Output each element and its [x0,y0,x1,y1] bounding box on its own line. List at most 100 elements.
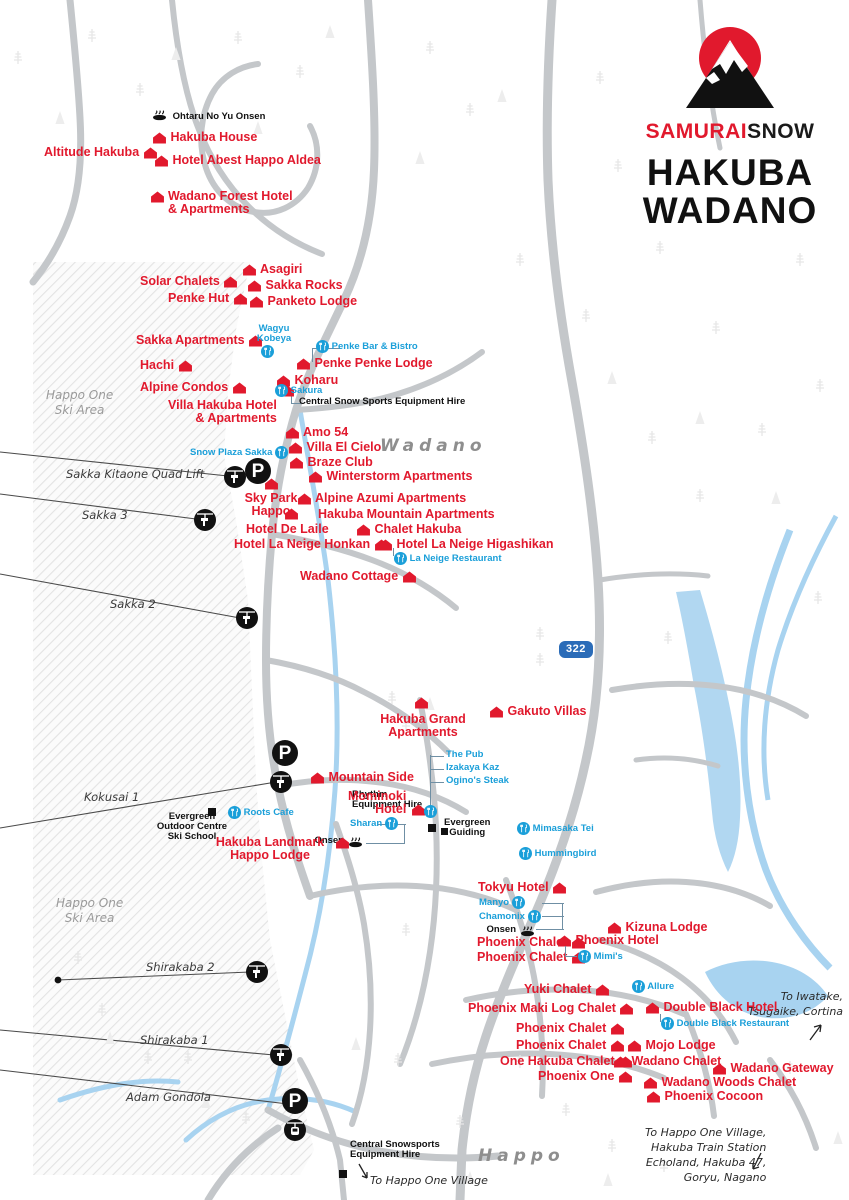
place-label-wadano: Wadano [380,436,487,456]
hotel-phoenix-cocoon[interactable]: Phoenix Cocoon [646,1089,763,1103]
restaurant-icon [275,446,289,459]
chairlift-icon-sakka-2[interactable] [236,607,258,629]
service-evergreen-outdoor-centre[interactable]: Evergreen Outdoor Centre Ski School [146,811,238,842]
hotel-koharu[interactable]: Koharu [276,373,338,387]
hotel-tokyu[interactable]: Tokyu Hotel [478,880,567,894]
hotel-sky-park-happo[interactable]: Sky Park Happo [240,478,302,519]
parking-marker-kokusai[interactable]: P [272,740,298,766]
restaurant-hummingbird[interactable]: Hummingbird [519,847,596,860]
hotel-chalet-hakuba[interactable]: Chalet Hakuba [356,522,461,536]
hotel-wadano-chalet[interactable]: Wadano Chalet [613,1054,721,1068]
restaurant-penke-bar-bistro[interactable]: Penke Bar & Bistro [316,340,418,353]
hotel-phoenix-chalet-2[interactable]: Phoenix Chalet [477,950,586,964]
chairlift-icon-shirakaba-2[interactable] [246,961,268,983]
restaurant-icon-pub-cluster[interactable] [424,803,437,821]
gondola-icon-adam[interactable] [284,1119,306,1141]
hotel-phoenix-chalet-3[interactable]: Phoenix Chalet [516,1021,625,1035]
hotel-icon [153,132,166,144]
restaurant-icon [275,384,288,397]
hotel-abest-happo-aldea[interactable]: Hotel Abest Happo Aldea [154,153,321,167]
hotel-label: Penke Penke Lodge [314,356,433,370]
hotel-phoenix-one[interactable]: Phoenix One [538,1069,633,1083]
restaurant-mimasaka-tei[interactable]: Mimasaka Tei [517,822,594,835]
chairlift-icon-shirakaba-1[interactable] [270,1044,292,1066]
restaurant-the-pub[interactable]: The Pub [446,749,484,760]
service-onsen-sharan[interactable]: Onsen [294,835,344,846]
hotel-penke-penke-lodge[interactable]: Penke Penke Lodge [296,356,433,370]
hotel-phoenix-chalet-1[interactable]: Phoenix Chalet [477,935,586,949]
restaurant-allure[interactable]: Allure [632,980,674,993]
restaurant-izakaya-kaz[interactable]: Izakaya Kaz [446,762,500,773]
hotel-winterstorm-apartments[interactable]: Winterstorm Apartments [308,469,472,483]
chairlift-icon-sakka-3[interactable] [194,509,216,531]
restaurant-double-black[interactable]: Double Black Restaurant [661,1017,789,1030]
restaurant-roots-cafe[interactable]: Roots Cafe [228,806,294,819]
restaurant-mimis[interactable]: Mimi's [578,950,623,963]
hotel-alpine-azumi-apartments[interactable]: Alpine Azumi Apartments [297,491,466,505]
hotel-hakuba-landmark-happo-lodge[interactable]: Hakuba Landmark Happo Lodge [210,835,349,863]
service-ohtaru-no-yu-onsen[interactable]: Ohtaru No Yu Onsen [152,110,265,122]
hotel-mountain-side[interactable]: Mountain Side [310,770,414,784]
restaurant-snow-plaza-sakka[interactable]: Snow Plaza Sakka [190,446,289,459]
hotel-yuki-chalet[interactable]: Yuki Chalet [524,982,610,996]
hotel-de-laile[interactable]: Hotel De Laile [246,522,329,536]
restaurant-sakura[interactable]: Sakura [275,384,322,397]
service-onsen-tokyu[interactable]: Onsen [466,924,516,935]
restaurant-chamonix[interactable]: Chamonix [479,910,541,923]
chairlift-icon-kokusai-1[interactable] [270,771,292,793]
hotel-villa-el-cielo[interactable]: Villa El Cielo [288,440,381,454]
restaurant-wagyu-kobeya[interactable]: Wagyu Kobeya [250,323,298,344]
hotel-solar-chalets[interactable]: Solar Chalets [140,274,238,288]
service-evergreen-guiding[interactable]: Evergreen Guiding [444,817,491,838]
chairlift-icon-sakka-kitaone[interactable] [224,466,246,488]
direction-line4: Goryu, Nagano [683,1170,767,1184]
service-rhythm-equipment-hire[interactable]: Rhythm Equipment Hire [352,789,422,810]
parking-marker-adam[interactable]: P [282,1088,308,1114]
restaurant-icon [316,340,329,353]
hotel-hakuba-mountain-apartments[interactable]: Hakuba Mountain Apartments [285,507,495,521]
hotel-la-neige-honkan[interactable]: Hotel La Neige Honkan [234,537,389,551]
hotel-braze-club[interactable]: Braze Club [289,455,373,469]
hotel-wadano-gateway[interactable]: Wadano Gateway [712,1061,834,1075]
hotel-mojo-lodge[interactable]: Mojo Lodge [627,1038,716,1052]
lift-label-adam-gondola: Adam Gondola [126,1090,211,1104]
hotel-altitude-hakuba[interactable]: Altitude Hakuba [44,145,158,159]
hotel-panketo-lodge[interactable]: Panketo Lodge [249,294,357,308]
hotel-label-line2: & Apartments [195,411,277,426]
hotel-phoenix-maki-log-chalet[interactable]: Phoenix Maki Log Chalet [468,1001,634,1015]
hotel-kizuna-lodge[interactable]: Kizuna Lodge [607,920,707,934]
hotel-label: Wadano Gateway [730,1061,834,1075]
hotel-sakka-rocks[interactable]: Sakka Rocks [247,278,343,292]
hotel-mominoki[interactable]: Mominoki Hotel [348,789,426,817]
hotel-phoenix-chalet-4[interactable]: Phoenix Chalet [516,1038,625,1052]
hotel-icon [646,1002,659,1014]
restaurant-oginos-steak[interactable]: Ogino's Steak [446,775,509,786]
hotel-villa-hakuba[interactable]: Villa Hakuba Hotel & Apartments [168,385,294,426]
hotel-hachi[interactable]: Hachi [140,358,193,372]
hotel-double-black[interactable]: Double Black Hotel [645,1000,777,1014]
parking-marker-sakka[interactable]: P [245,458,271,484]
hotel-wadano-cottage[interactable]: Wadano Cottage [300,569,417,583]
service-evergreen-guiding-line1: Evergreen [444,817,491,828]
restaurant-icon [394,552,407,565]
restaurant-la-neige[interactable]: La Neige Restaurant [394,552,502,565]
hotel-alpine-condos[interactable]: Alpine Condos [140,380,247,394]
service-central-snow-sports-equipment-hire[interactable]: Central Snow Sports Equipment Hire [299,396,466,407]
hotel-gakuto-villas[interactable]: Gakuto Villas [489,704,586,718]
hotel-amo-54[interactable]: Amo 54 [285,425,348,439]
hotel-penke-hut[interactable]: Penke Hut [168,291,248,305]
hotel-hakuba-house[interactable]: Hakuba House [152,130,257,144]
hotel-phoenix-hotel[interactable]: Phoenix Hotel [557,933,659,947]
restaurant-manyo[interactable]: Manyo [479,896,525,909]
service-central-snowsports-equipment-hire[interactable]: Central Snowsports Equipment Hire [350,1139,440,1160]
hotel-la-neige-higashikan[interactable]: Hotel La Neige Higashikan [378,537,553,551]
hotel-label-line2: Hotel [375,802,407,817]
hotel-asagiri[interactable]: Asagiri [242,262,302,276]
hotel-icon [595,984,609,996]
hotel-wadano-forest-hotel[interactable]: Wadano Forest Hotel & Apartments [151,189,293,217]
restaurant-sharan[interactable]: Sharan [350,817,398,830]
place-label-happo: Happo [478,1146,565,1166]
hotel-hakuba-grand-apartments[interactable]: Hakuba Grand Apartments [368,697,478,740]
hotel-wadano-woods-chalet[interactable]: Wadano Woods Chalet [643,1075,796,1089]
hotel-sakka-apartments[interactable]: Sakka Apartments [136,333,263,347]
